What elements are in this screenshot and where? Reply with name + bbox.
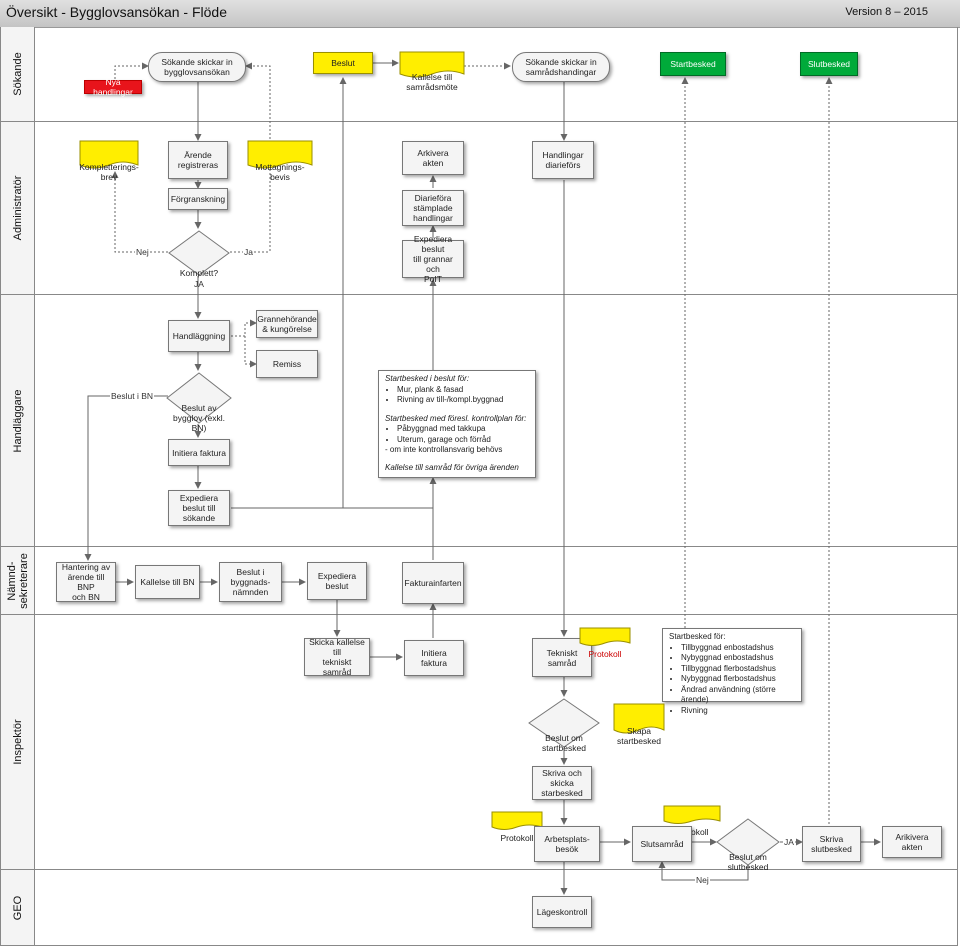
kallelse-bn-node[interactable]: Kallelse till BN [135,565,200,599]
startbesked-item: Påbyggnad med takkupa [397,424,529,435]
title-bar: Översikt - Bygglovsansökan - Flöde Versi… [0,0,960,28]
page-title: Översikt - Bygglovsansökan - Flöde [6,4,227,20]
lane-geo: GEO [0,870,958,946]
sokande-skickar-ansokan-node[interactable]: Sökande skickar in bygglovsansökan [148,52,246,82]
skriva-skicka-node[interactable]: Skriva och skicka starbesked [532,766,592,800]
kompletteringsbrev-label: Kompletterings- brev [79,162,139,182]
document-shape-icon [613,703,665,734]
document-shape-icon [79,140,139,169]
protokoll-doc-3[interactable]: Protokoll [663,805,721,837]
lane-administrator: Administratör [0,122,958,295]
startbesked-node[interactable]: Startbesked [660,52,726,76]
hantering-bn-node[interactable]: Hantering av ärende till BNP och BN [56,562,116,602]
diamond-shape-icon [716,818,780,866]
startbesked-footer: Kallelse till samråd för övriga ärenden [385,462,519,472]
beslut-om-slutbesked-label: Beslut om slutbesked [727,852,769,872]
protokoll-label-2: Protokoll [500,833,534,843]
ja-label-2: JA [194,279,204,289]
fakturainfarten-node[interactable]: Fakturainfarten [402,562,464,604]
tekniskt-samrad-node[interactable]: Tekniskt samråd [532,638,592,677]
startbesked-info-box: Startbesked i beslut för: Mur, plank & f… [378,370,536,478]
document-shape-icon [399,51,465,78]
startbesked-for-item: Nybyggnad enbostadshus [681,653,795,664]
beslut-node[interactable]: Beslut [313,52,373,74]
komplett-decision[interactable]: Komplett? [168,230,230,278]
expediera-sokande-node[interactable]: Expediera beslut till sökande [168,490,230,526]
beslut-av-bygglov-label: Beslut av bygglov (exkl. BN) [173,403,225,433]
sokande-skickar-samrad-node[interactable]: Sökande skickar in samrådshandingar [512,52,610,82]
lane-handlaggare: Handläggare [0,295,958,547]
diamond-shape-icon [528,698,600,748]
kallelse-samradsmote-doc[interactable]: Kallelse till samrådsmöte [399,51,465,92]
initiera-faktura-handlaggare-node[interactable]: Initiera faktura [168,439,230,466]
kallelse-samradsmote-label: Kallelse till samrådsmöte [406,72,458,92]
startbesked-for-item: Ändrad användning (större ärende) [681,685,795,706]
arende-registreras-node[interactable]: Ärende registreras [168,141,228,179]
startbesked-for-info-box: Startbesked för: Tillbyggnad enbostadshu… [662,628,802,715]
skriva-slutbesked-node[interactable]: Skriva slutbesked [802,826,861,862]
komplett-label: Komplett? [179,268,219,278]
skicka-kallelse-node[interactable]: Skicka kallelse till tekniskt samråd [304,637,370,677]
expediera-beslut-node[interactable]: Expediera beslut [307,562,367,600]
startbesked-for-item: Nybyggnad flerbostadshus [681,674,795,685]
diamond-shape-icon [166,372,232,424]
handlingar-diarieforts-node[interactable]: Handlingar diarieförs [532,141,594,179]
ja-label-3: JA [783,837,795,847]
lageskontroll-node[interactable]: Lägeskontroll [532,896,592,928]
diamond-shape-icon [168,230,230,276]
beslut-om-startbesked-label: Beslut om startbesked [542,733,586,753]
beslut-byggnadsnamnden-node[interactable]: Beslut i byggnads- nämnden [219,562,282,602]
arbetsplatsbesok-node[interactable]: Arbetsplats- besök [534,826,600,862]
forgranskning-node[interactable]: Förgranskning [168,188,228,210]
startbesked-for-item: Tillbyggnad flerbostadshus [681,664,795,675]
startbesked-heading-1: Startbesked i beslut för: [385,374,470,383]
beslut-om-slutbesked-decision[interactable]: Beslut om slutbesked [716,818,780,872]
startbesked-for-heading: Startbesked för: [669,632,726,641]
skapa-startbesked-doc[interactable]: Skapa startbesked [613,703,665,746]
startbesked-for-item: Rivning [681,706,795,717]
nya-handlingar-box[interactable]: Nya handlingar [84,77,142,97]
document-shape-icon [247,140,313,169]
document-shape-icon [663,805,721,824]
version-label: Version 8 – 2015 [845,6,928,18]
document-shape-icon [579,627,631,646]
startbesked-heading-2: Startbesked med föresl. kontrollplan för… [385,413,527,423]
slutbesked-node[interactable]: Slutbesked [800,52,858,76]
beslut-av-bygglov-decision[interactable]: Beslut av bygglov (exkl. BN) [166,372,232,433]
protokoll-label-1: Protokoll [588,649,622,659]
arkivera-akten-node[interactable]: Arkivera akten [402,141,464,175]
protokoll-doc-1[interactable]: Protokoll [579,627,631,659]
startbesked-note: - om inte kontrollansvarig behövs [385,445,503,454]
handlaggning-node[interactable]: Handläggning [168,320,230,352]
ja-label: Ja [243,247,254,257]
nej-label: Nej [135,247,150,257]
startbesked-for-item: Tillbyggnad enbostadshus [681,643,795,654]
mottagningsbevis-doc[interactable]: Mottagnings- bevis [247,140,313,182]
beslut-i-bn-label: Beslut i BN [110,391,155,401]
remiss-node[interactable]: Remiss [256,350,318,378]
initiera-faktura-inspektor-node[interactable]: Initiera faktura [404,640,464,676]
slutsamrad-node[interactable]: Slutsamråd [632,826,692,862]
arkivera-akten-2-node[interactable]: Arikivera akten [882,826,942,858]
kompletteringsbrev-doc[interactable]: Kompletterings- brev [79,140,139,182]
startbesked-item: Rivning av till-/kompl.byggnad [397,395,529,406]
mottagningsbevis-label: Mottagnings- bevis [255,162,305,182]
expediera-grannar-node[interactable]: Expediera beslut till grannar och PoIT [402,234,464,284]
startbesked-item: Uterum, garage och förråd [397,435,529,446]
diariefora-node[interactable]: Diarieföra stämplade handlingar [402,190,464,226]
grannehorande-node[interactable]: Grannehörande & kungörelse [256,310,318,338]
lane-namndsekreterare: Nämnd- sekreterare [0,547,958,615]
startbesked-item: Mur, plank & fasad [397,385,529,396]
skapa-startbesked-label: Skapa startbesked [617,726,661,746]
lane-inspektor: Inspektör [0,615,958,870]
nej-label-2: Nej [695,875,710,885]
beslut-om-startbesked-decision[interactable]: Beslut om startbesked [528,698,600,753]
lane-sokande: Sökande [0,27,958,122]
